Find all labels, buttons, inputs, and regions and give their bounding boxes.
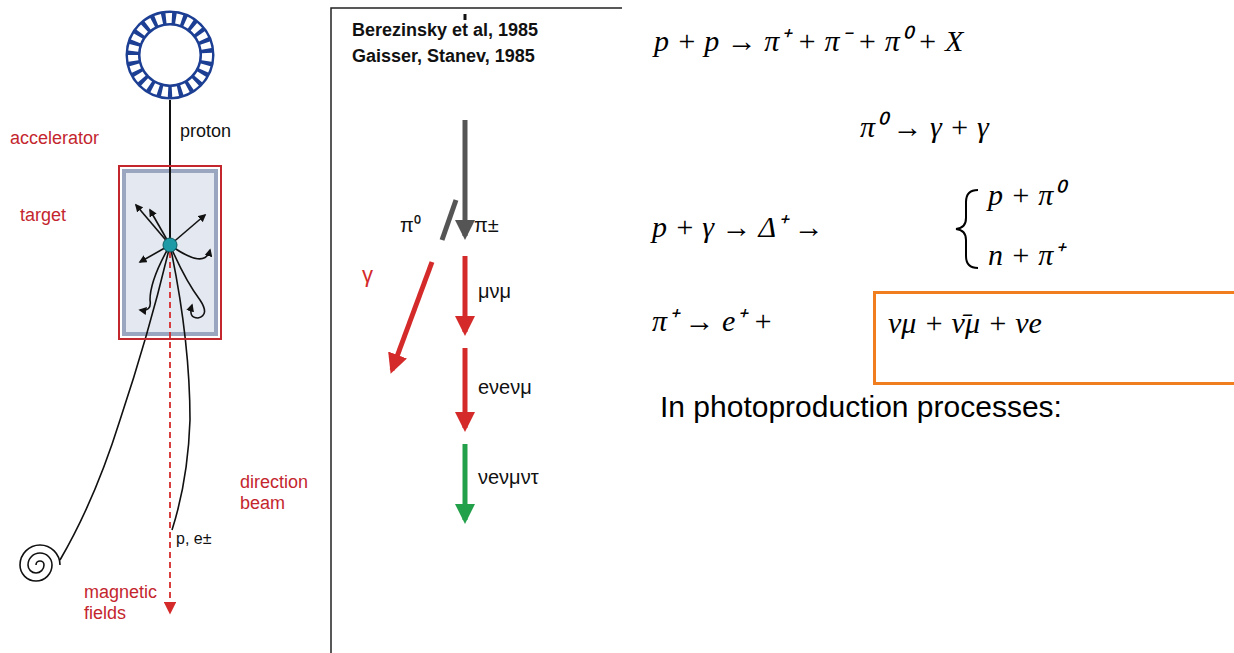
chain-tick — [464, 14, 467, 20]
particle-label: p, e± — [176, 530, 211, 548]
equation: π⁰ → γ + γ — [860, 110, 989, 145]
equation: n + π⁺ — [988, 238, 1063, 273]
caption-text: In photoproduction processes: — [660, 390, 1062, 425]
annotation: direction beam — [240, 472, 324, 513]
gamma-arrow — [392, 262, 432, 370]
edge-label: proton — [180, 121, 231, 142]
accelerator-ring: accelerator — [125, 10, 215, 100]
equation: π⁺ → e⁺ + — [652, 304, 773, 339]
beam-connector — [169, 100, 171, 165]
node-label: νμ + ν̄μ + νe — [888, 306, 1042, 341]
node-label: target — [20, 205, 66, 226]
particle-label: γ — [362, 262, 373, 287]
particle-label: π⁰ — [400, 214, 421, 237]
particle-label: μνμ — [478, 280, 511, 303]
annotation: magnetic fields — [84, 582, 168, 623]
proton-beam — [169, 165, 171, 245]
accelerator-ring-drawing — [125, 10, 215, 100]
neutrino-arrow — [463, 444, 468, 520]
neutral-pion-line — [442, 200, 456, 240]
interaction-point — [163, 238, 177, 252]
electron-arrow — [463, 348, 468, 428]
node-label: accelerator — [10, 128, 99, 149]
beam-direction-line — [169, 252, 171, 612]
citation: Gaisser, Stanev, 1985 — [352, 46, 535, 67]
citation: Berezinsky et al, 1985 — [352, 20, 538, 41]
particle-label: π± — [474, 214, 499, 237]
target-box: target — [118, 165, 222, 340]
panel-border — [331, 8, 622, 653]
equation: p + π⁰ — [988, 178, 1063, 213]
secondary-tracks — [60, 205, 210, 560]
particle-label: eνeνμ — [478, 376, 532, 399]
muon-arrow — [463, 256, 468, 332]
equation: p + γ → Δ⁺ → — [652, 210, 824, 245]
highlight-box: νμ + ν̄μ + νe — [873, 291, 1234, 385]
magnetic-spiral — [20, 545, 60, 581]
particle-label: νeνμντ — [478, 466, 539, 489]
brace — [956, 190, 978, 268]
pion-line — [463, 120, 468, 236]
equation: p + p → π⁺ + π⁻ + π⁰ + X — [654, 24, 963, 59]
